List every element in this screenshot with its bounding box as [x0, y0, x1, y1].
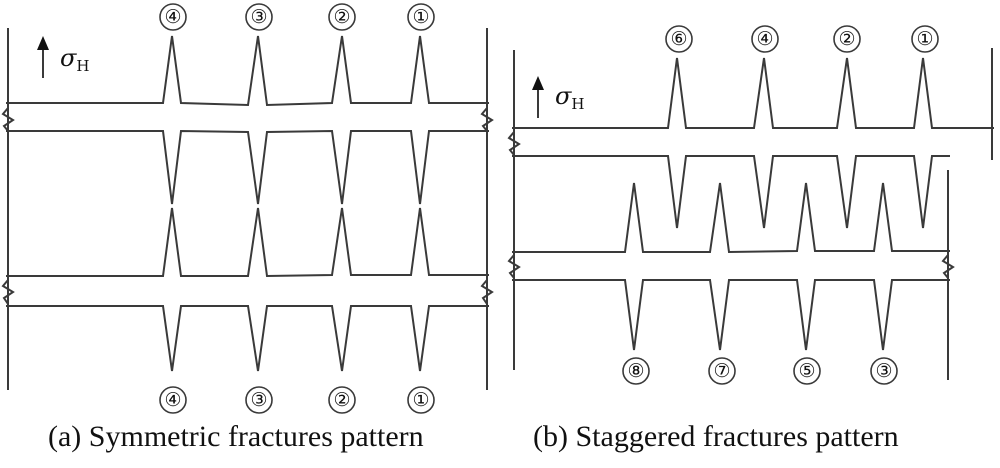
- panel-b: σH: [507, 25, 994, 385]
- panel-a-bottom-label-circle: [407, 386, 435, 414]
- panel-b-lower-label-circle: [708, 357, 736, 385]
- panel-b-lower-label: ③: [875, 360, 892, 382]
- panel-b-lower-label-circle: [870, 357, 898, 385]
- panel-b-upper-label-circle: [751, 25, 779, 53]
- panel-a-bottom-label: ①: [412, 389, 429, 411]
- panel-b-lower-label-circle: [793, 357, 821, 385]
- panel-a-well-1-left-break: [1, 107, 15, 132]
- panel-a-well-2-right-break: [480, 279, 494, 305]
- stress-subscript: H: [571, 95, 584, 113]
- panel-b-lower-label: ⑦: [713, 360, 730, 382]
- panel-b-lower-well-right-break: [941, 254, 955, 279]
- panel-b-caption: (b) Staggered fractures pattern: [533, 420, 899, 453]
- panel-a-top-label: ④: [164, 6, 181, 28]
- panel-a-well-2-left-break: [1, 279, 15, 305]
- panel-a-well-1-right-break: [480, 107, 494, 132]
- panel-a-top-label-circle: [245, 3, 273, 31]
- panel-b-upper-label-circle: [665, 25, 693, 53]
- panel-a-well-1-upper-wall: [6, 35, 489, 107]
- panel-a-top-label-circle: [159, 3, 187, 31]
- panel-b-stress-label: σH: [555, 82, 584, 113]
- stress-symbol: σ: [60, 44, 77, 72]
- panel-b-upper-well-lower-wall: [512, 155, 950, 229]
- panel-a-bottom-label-circle: [159, 386, 187, 414]
- panel-a-bottom-label: ②: [333, 389, 350, 411]
- panel-a-well-2-lower-wall: [6, 305, 489, 372]
- panel-a-well-1-lower-wall: [6, 129, 489, 205]
- panel-b-lower-well-lower-wall: [512, 279, 950, 351]
- panel-a-stress-label: σH: [60, 44, 89, 75]
- label-texts: ④ ③ ② ① ④ ③ ② ① ⑥ ④ ② ① ⑧ ⑦ ⑤ ③: [164, 6, 933, 411]
- panel-a-caption: (a) Symmetric fractures pattern: [48, 420, 424, 453]
- panel-a-top-label-circle: [328, 3, 356, 31]
- panel-b-upper-label: ⑥: [670, 28, 687, 50]
- panel-b-upper-label: ④: [756, 28, 773, 50]
- panel-b-upper-label: ①: [916, 28, 933, 50]
- panel-b-upper-label-circle: [833, 25, 861, 53]
- panel-b-lower-label: ⑧: [627, 360, 644, 382]
- panel-a-bottom-label: ④: [164, 389, 181, 411]
- panel-a-stress-arrow: [37, 36, 49, 78]
- panel-a-top-label: ②: [333, 6, 350, 28]
- panel-b-lower-label-circle: [622, 357, 650, 385]
- panel-a-bottom-label-circle: [328, 386, 356, 414]
- panel-a: σH: [1, 3, 494, 414]
- panel-b-upper-well-left-break: [507, 131, 521, 156]
- panel-a-top-label-circle: [407, 3, 435, 31]
- panel-a-top-label: ③: [250, 6, 267, 28]
- panel-b-lower-well-left-break: [507, 254, 521, 279]
- panel-b-lower-label: ⑤: [798, 360, 815, 382]
- panel-a-bottom-label-circle: [245, 386, 273, 414]
- panel-b-upper-label-circle: [911, 25, 939, 53]
- panel-a-top-label: ①: [412, 6, 429, 28]
- panel-b-stress-arrow: [532, 76, 544, 118]
- stress-subscript: H: [76, 57, 89, 75]
- panel-b-upper-label: ②: [838, 28, 855, 50]
- panel-b-upper-well-upper-wall: [512, 57, 994, 129]
- panel-a-well-2-upper-wall: [6, 207, 489, 278]
- panel-a-bottom-label: ③: [250, 389, 267, 411]
- panel-b-lower-well-upper-wall: [512, 182, 950, 254]
- stress-symbol: σ: [555, 82, 572, 110]
